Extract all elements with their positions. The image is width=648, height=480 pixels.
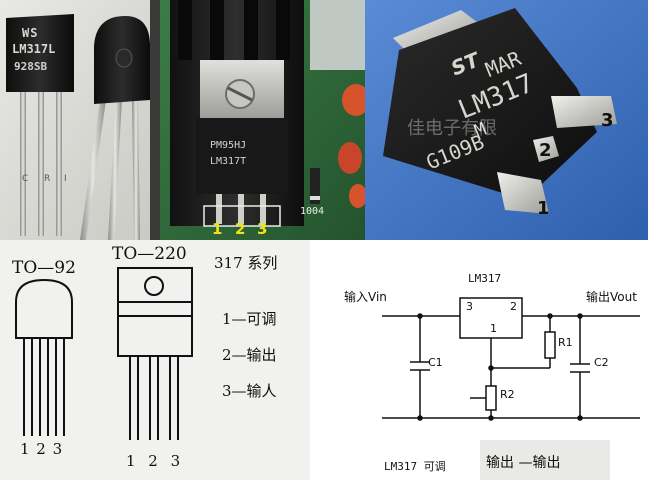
- to92-marking-line3: 928SB: [14, 60, 48, 73]
- to220-label: TO—220: [112, 244, 187, 264]
- to92-marking-line2: LM317L: [12, 42, 56, 56]
- input-label: 输入Vin: [344, 290, 387, 304]
- to92-marking-line1: WS: [22, 26, 39, 40]
- c2-label: C2: [594, 356, 609, 369]
- legend-item-output: 2—输出: [222, 346, 277, 364]
- to220-pin-numbers: 1 2 3: [126, 452, 185, 470]
- photo-dpak-art: [365, 0, 648, 240]
- to92-drawing: [15, 278, 73, 436]
- to220-pin-2: 2: [235, 220, 246, 238]
- to92-pin-numbers: 1 2 3: [20, 440, 64, 458]
- to220-drawing: [117, 267, 193, 440]
- package-drawings-art: [15, 267, 193, 440]
- caption-left: LM317 可调: [384, 460, 446, 473]
- to220-pin-3: 3: [257, 220, 268, 238]
- schematic-caption-bar: [480, 440, 610, 480]
- to220-pin-1: 1: [212, 220, 223, 238]
- r1-label: R1: [558, 336, 573, 349]
- dpak-pin-1: 1: [537, 198, 550, 219]
- photo-to92: WS LM317L 928SB C R I: [0, 0, 160, 240]
- package-drawings: TO—92 1 2 3 TO—220 1 2 3 317 系列 1—可调 2—输…: [0, 240, 310, 480]
- schematic: LM317 输入Vin 输出Vout 3 2 1 C1 C2 R1 R2 LM3…: [310, 240, 648, 480]
- dpak-pin-2: 2: [539, 140, 552, 161]
- r2-resistor: [485, 385, 497, 411]
- to92-label: TO—92: [12, 258, 76, 278]
- pin-adj-number: 1: [490, 322, 497, 335]
- to92-lead-letter-c: C: [22, 174, 29, 184]
- r1-resistor: [544, 331, 556, 359]
- caption-right: 输出 —输出: [486, 455, 561, 471]
- dpak-watermark: 佳电子有限: [407, 118, 497, 139]
- to220-marking-line1: PM95HJ: [210, 140, 247, 151]
- to92-lead-letter-i: I: [64, 174, 67, 184]
- r2-label: R2: [500, 388, 515, 401]
- schematic-art: [382, 297, 640, 421]
- to220-pcb-label: 1004: [300, 206, 325, 217]
- c1-label: C1: [428, 356, 443, 369]
- legend-item-input: 3—输人: [222, 382, 277, 400]
- pin-out-number: 2: [510, 300, 517, 313]
- photo-to92-art: [0, 0, 160, 240]
- legend-title: 317 系列: [214, 254, 278, 272]
- photo-dpak: ST MAR LM317 M G109B 佳电子有限 3 2 1: [365, 0, 648, 240]
- output-label: 输出Vout: [586, 290, 637, 304]
- legend-item-adjust: 1—可调: [222, 310, 277, 328]
- to92-lead-letter-r: R: [44, 174, 51, 184]
- pin-in-number: 3: [466, 300, 473, 313]
- chip-label: LM317: [468, 272, 502, 285]
- dpak-pin-3: 3: [601, 110, 614, 131]
- photo-to220-art: [160, 0, 365, 240]
- to220-marking-line2: LM317T: [210, 156, 247, 167]
- photo-to220: PM95HJ LM317T 1004 1 2 3: [160, 0, 365, 240]
